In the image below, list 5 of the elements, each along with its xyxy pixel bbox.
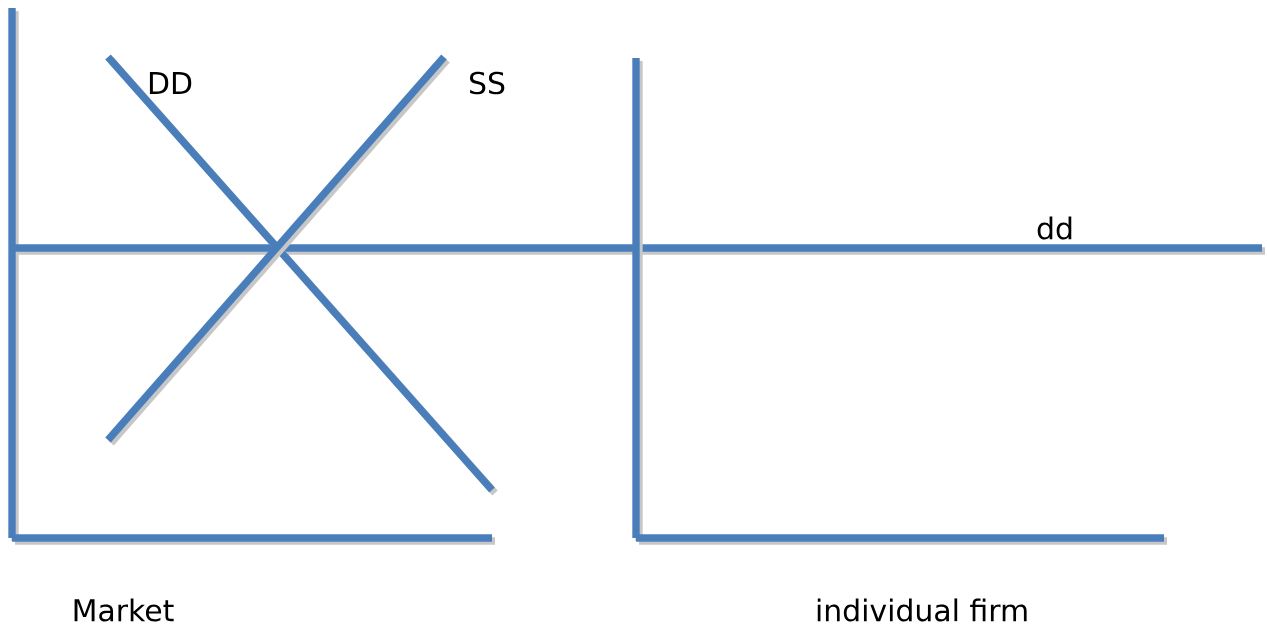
curve-label: DD xyxy=(149,72,192,94)
curve-label: dd xyxy=(1037,216,1072,240)
panel-label: Market xyxy=(74,598,174,622)
curve-label: SS xyxy=(470,71,505,95)
panel-label: individual firm xyxy=(817,598,1027,622)
